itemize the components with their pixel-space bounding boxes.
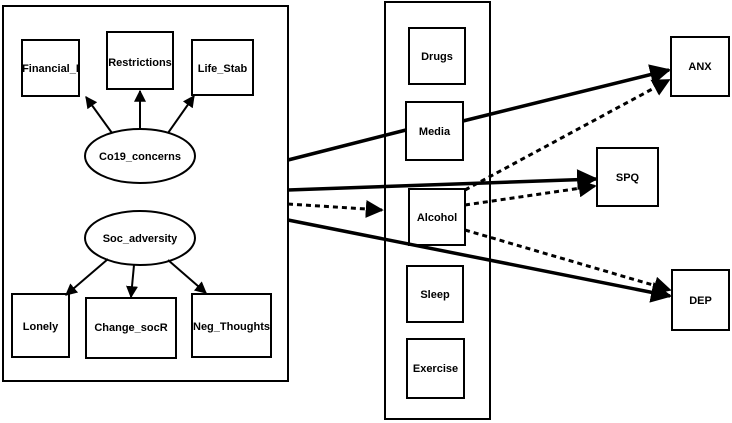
mediator-drugs-label: Drugs [421, 51, 453, 63]
indicator-financial-label: Financial_I [22, 63, 79, 75]
outcome-anx-label: ANX [688, 61, 712, 73]
mediator-media: Media [405, 101, 464, 161]
left-group-frame [2, 5, 289, 382]
arrow-soc-change-socr [126, 264, 138, 299]
indicator-financial: Financial_I [21, 39, 80, 97]
outcome-dep-label: DEP [689, 295, 712, 307]
indicator-change-socr-label: Change_socR [94, 322, 167, 334]
outcome-anx: ANX [670, 36, 730, 97]
mediator-sleep-label: Sleep [420, 289, 450, 301]
arrow-co19-financial [85, 96, 113, 134]
outcome-dep: DEP [671, 269, 730, 331]
indicator-neg-thoughts: Neg_Thoughts [191, 293, 272, 358]
mediator-alcohol: Alcohol [408, 188, 466, 246]
path-solid-left-to-dep [287, 218, 673, 303]
mediator-exercise: Exercise [406, 338, 465, 399]
path-solid-left-to-spq [287, 169, 599, 192]
indicator-life-stab-label: Life_Stab [198, 63, 248, 75]
latent-soc-adversity: Soc_adversity [84, 210, 196, 266]
latent-soc-label: Soc_adversity [103, 233, 178, 245]
mediator-media-label: Media [419, 126, 451, 138]
arrow-soc-lonely [65, 258, 109, 296]
mediator-sleep: Sleep [406, 265, 464, 323]
indicator-life-stab: Life_Stab [191, 39, 254, 96]
indicator-lonely-label: Lonely [23, 321, 59, 333]
outcome-spq: SPQ [596, 147, 659, 207]
path-dashed-alcohol-to-anx [464, 78, 671, 192]
arrow-co19-life-stab [167, 95, 195, 134]
indicator-restrictions-label: Restrictions [108, 57, 172, 69]
mediator-alcohol-label: Alcohol [417, 212, 457, 224]
path-solid-media-to-anx [462, 64, 672, 123]
mediator-frame [384, 1, 491, 420]
latent-co19-concerns: Co19_concerns [84, 128, 196, 184]
indicator-lonely: Lonely [11, 293, 70, 358]
mediator-drugs: Drugs [408, 27, 466, 85]
path-dashed-alcohol-to-spq [464, 179, 597, 207]
mediator-exercise-label: Exercise [413, 363, 458, 375]
indicator-restrictions: Restrictions [106, 31, 174, 90]
outcome-spq-label: SPQ [616, 172, 640, 184]
indicator-change-socr: Change_socR [85, 297, 177, 359]
path-dashed-left-to-alcohol [287, 199, 384, 218]
arrow-soc-neg-thoughts [167, 259, 207, 294]
path-solid-left-to-media [287, 128, 407, 162]
indicator-neg-thoughts-label: Neg_Thoughts [193, 321, 270, 333]
latent-co19-label: Co19_concerns [99, 151, 181, 163]
